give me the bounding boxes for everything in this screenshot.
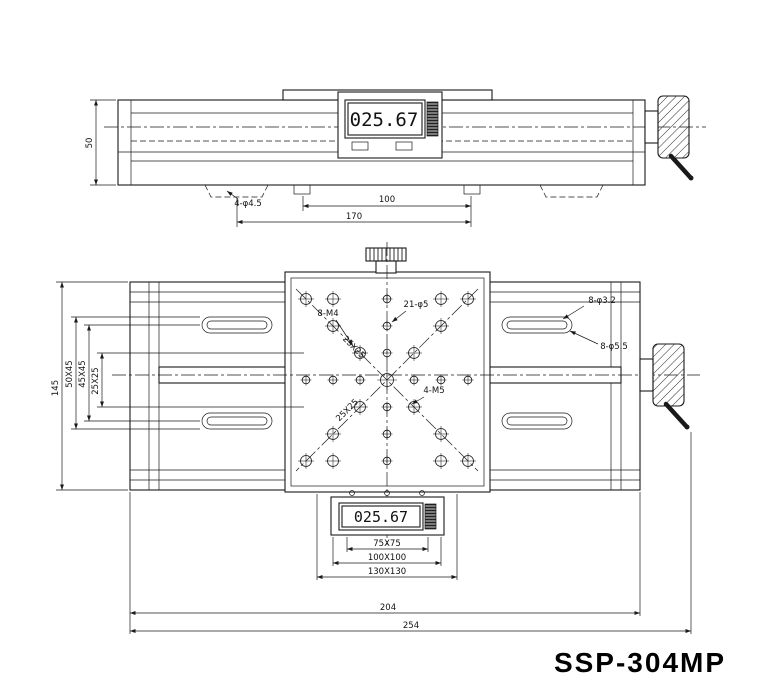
dim-label-130x130: 130X130: [368, 567, 406, 577]
dim-label-overall-length: 254: [403, 621, 419, 631]
digital-readout-side: 025.67: [337, 91, 443, 159]
slot-hole: [501, 412, 573, 430]
slot-hole: [201, 412, 273, 430]
drawing-title: SSP-304MP: [554, 647, 726, 678]
screw-hole: [384, 490, 390, 496]
callout-label-slots-side: 8-φ5.5: [600, 342, 628, 352]
t-nut-right: [539, 184, 604, 198]
dim-label-overall-width: 145: [51, 380, 61, 396]
side-view: 025.67 50 100 170 4-φ4.5: [85, 89, 706, 227]
dim-label-100: 100: [379, 195, 395, 205]
foot-right: [463, 184, 481, 195]
dim-label-slot-outer: 50X45: [65, 360, 75, 387]
crank-lever: [668, 153, 693, 180]
callout-label-holes-side: 4-φ4.5: [234, 199, 262, 209]
crank-handle-plan: [639, 343, 690, 430]
slot-hole-inner: [506, 320, 568, 330]
crank-handle-side: [644, 95, 694, 181]
handle-hub: [639, 358, 654, 392]
slot-hole: [501, 316, 573, 334]
screw-hole: [419, 490, 425, 496]
slot-hole-inner: [506, 416, 568, 426]
slot-hole-inner: [206, 416, 268, 426]
t-nut-left: [204, 184, 269, 198]
crank-tip: [688, 175, 694, 181]
lcd-screen: [341, 505, 421, 528]
lcd-value-side: 025.67: [350, 109, 419, 131]
crank-lever: [663, 401, 689, 429]
dim-label-75: 75X75: [373, 539, 400, 549]
callout-label-slots-top: 8-φ3.2: [588, 296, 616, 306]
display-button-left: [351, 141, 369, 151]
display-grille: [424, 503, 437, 530]
knob-neck: [375, 260, 397, 274]
screw-hole: [349, 490, 355, 496]
lcd-bezel: [338, 502, 424, 531]
dim-label-body-length: 204: [380, 603, 396, 613]
callout-label-tapped-left: 8-M4: [317, 309, 338, 319]
bottom-dimensions: 75X75 100X100 130X130 204 254: [129, 432, 692, 634]
display-button-right: [395, 141, 413, 151]
crank-tip: [684, 424, 690, 430]
plan-view: 8-M4 21-φ5 4-M5 25X25 25X25 8-φ3.2 8-φ5.…: [51, 242, 700, 634]
lock-knob: [365, 247, 407, 274]
display-grille: [426, 101, 439, 137]
lcd-screen: [347, 102, 423, 136]
knurled-knob-icon: [657, 95, 690, 159]
handle-hub: [644, 110, 659, 144]
mounting-slots: [201, 316, 573, 430]
callout-label-grid-holes: 21-φ5: [404, 300, 429, 310]
moving-platform-plan: [284, 271, 491, 493]
side-dimensions: 50 100 170 4-φ4.5: [85, 99, 472, 227]
dim-label-100x100: 100X100: [368, 553, 406, 563]
dim-label-170: 170: [346, 212, 362, 222]
foot-left: [293, 184, 311, 195]
knurled-cap-icon: [365, 247, 407, 262]
dim-label-hole-grid: 25X25: [91, 367, 101, 394]
lcd-value-plan: 025.67: [354, 508, 408, 526]
callout-label-center-holes: 4-M5: [423, 386, 444, 396]
left-dimensions: 145 50X45 45X45 25X25: [51, 281, 304, 491]
dim-label-slot-inner: 45X45: [78, 360, 88, 387]
dim-label-height: 50: [85, 138, 95, 149]
slot-hole: [201, 316, 273, 334]
digital-readout-plan: 025.67: [330, 496, 445, 536]
knurled-knob-icon: [652, 343, 685, 407]
platform-inner-border: [290, 277, 485, 487]
hole-pattern: [298, 291, 476, 469]
slot-hole-inner: [206, 320, 268, 330]
lcd-bezel: [344, 99, 426, 139]
